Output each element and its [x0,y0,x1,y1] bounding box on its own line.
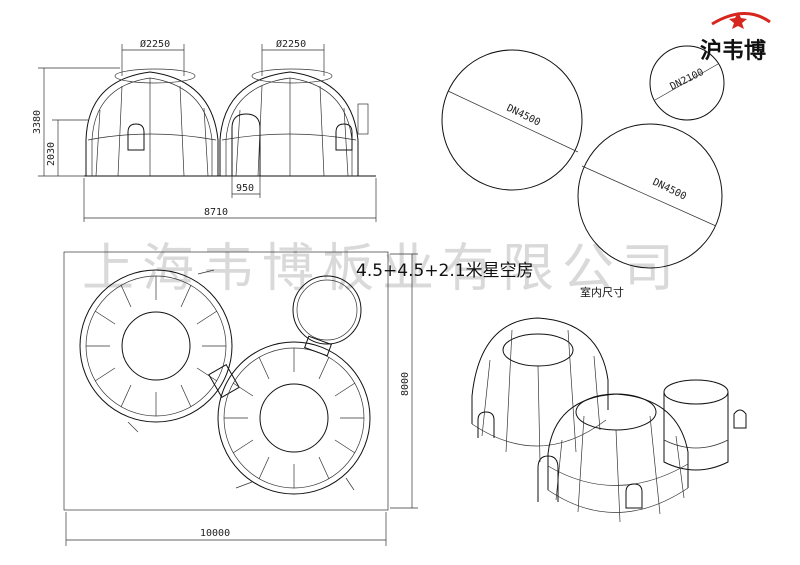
dim-plan-depth: 8000 [400,372,411,396]
circle-diagram: DN4500 DN2100 DN4500 [441,45,725,269]
label-dn2100: DN2100 [668,67,705,93]
label-dn4500-a: DN4500 [505,103,542,129]
dim-door-width: 950 [236,183,254,194]
dim-height-wall: 2030 [46,142,57,166]
watermark-text: 上海韦博板业有限公司 [82,239,682,299]
front-elevation: Ø2250 Ø2250 3380 2030 950 8710 [32,38,377,222]
dim-plan-width: 10000 [200,528,230,539]
diagram-title: 4.5+4.5+2.1米星空房 [356,261,534,281]
isometric-view [471,317,747,523]
company-logo: 沪韦博 [700,12,771,64]
label-dn4500-b: DN4500 [651,177,688,203]
dim-dia-right: Ø2250 [276,38,306,50]
plan-view: 10000 8000 [63,251,418,546]
dim-dia-left: Ø2250 [140,38,170,50]
diagram-subtitle: 室内尺寸 [580,285,624,299]
dim-total-width: 8710 [204,207,228,218]
logo-text: 沪韦博 [700,38,766,64]
dim-height-total: 3380 [32,110,43,134]
star-icon [729,12,747,29]
